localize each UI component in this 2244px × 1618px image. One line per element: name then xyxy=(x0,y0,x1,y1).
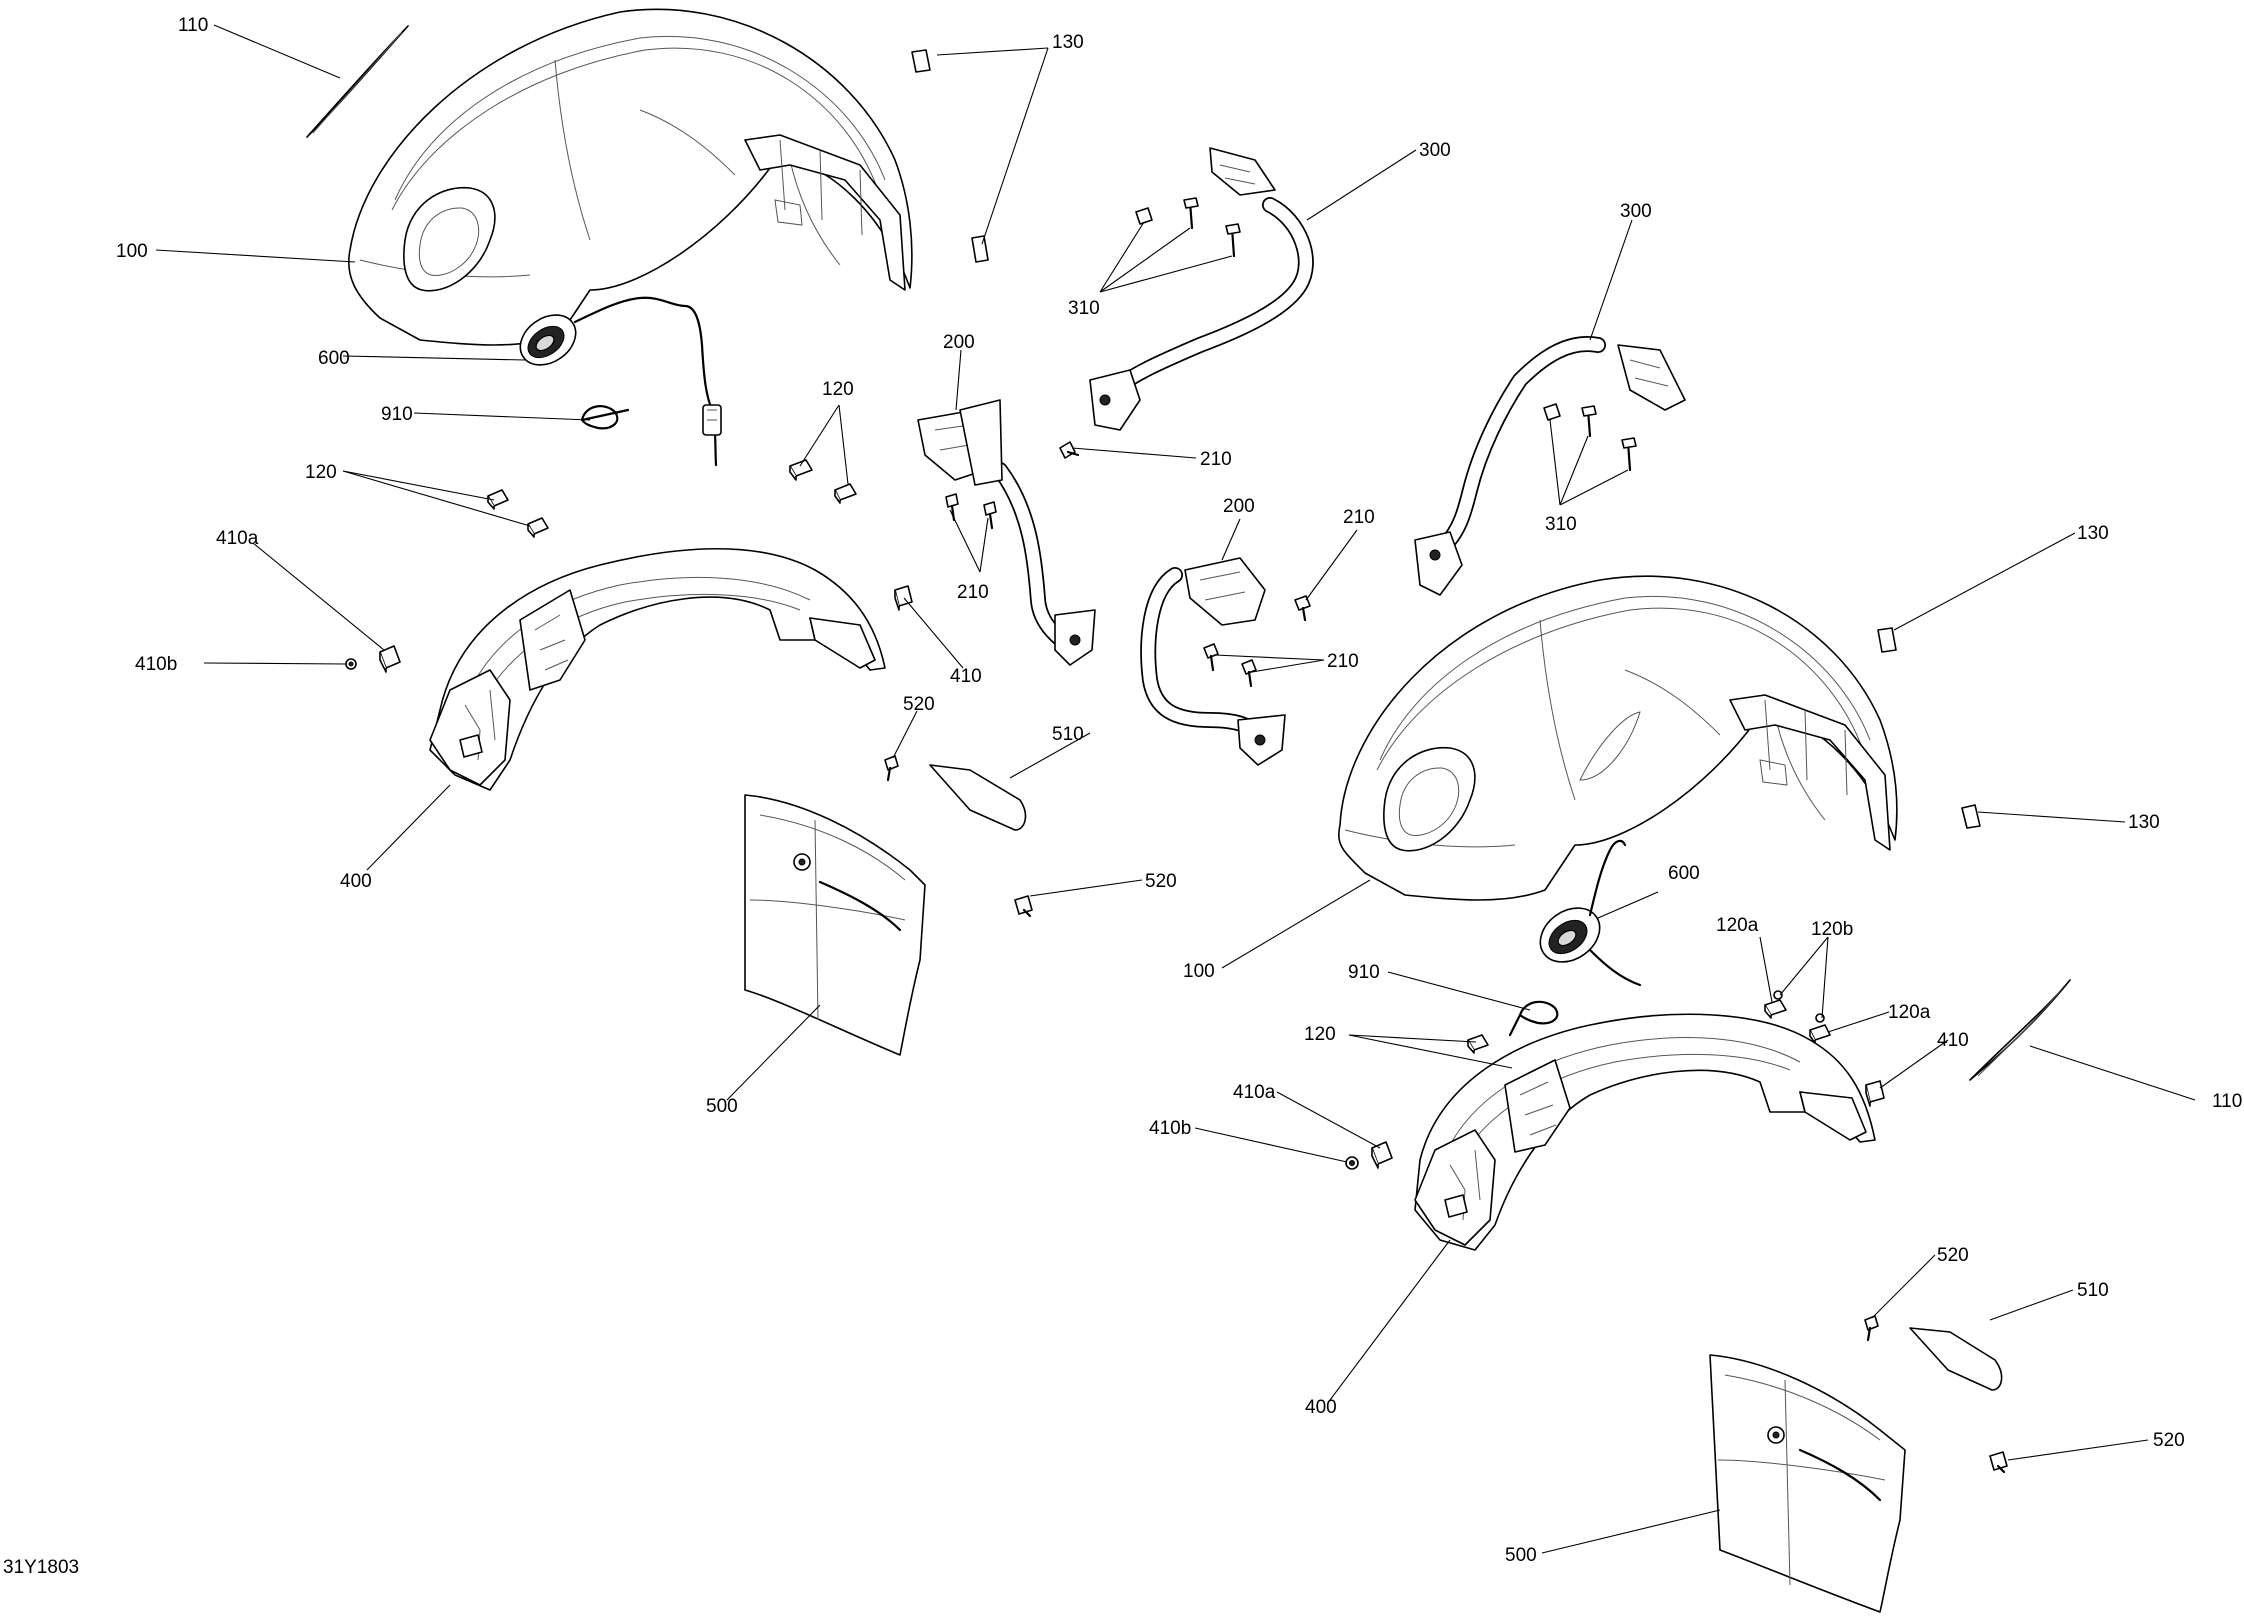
saddlebag-lid-right xyxy=(1338,575,1898,901)
screw-210-left xyxy=(945,441,1080,530)
leader-lines xyxy=(155,24,2196,1554)
bracket-200-left xyxy=(917,399,1096,666)
clip-130-right xyxy=(1877,627,1981,829)
callout-120a-right-top: 120a xyxy=(1716,915,1759,936)
callout-210-left-top: 210 xyxy=(1200,449,1232,470)
callout-520-left: 520 xyxy=(1145,871,1177,892)
callout-120-right: 120 xyxy=(1304,1024,1336,1045)
callout-210-left: 210 xyxy=(957,582,989,603)
callout-200-right: 200 xyxy=(1223,496,1255,517)
callout-400-left: 400 xyxy=(340,871,372,892)
speaker-right xyxy=(1539,839,1642,987)
nut-410a-left xyxy=(379,645,401,673)
callout-110-left: 110 xyxy=(178,15,208,36)
clip-nut-120-left xyxy=(487,459,857,538)
callout-310-left: 310 xyxy=(1068,298,1100,319)
reflector-510-right xyxy=(1909,1327,2003,1391)
callout-410b-left: 410b xyxy=(135,654,177,675)
screw-210-right xyxy=(1203,595,1311,688)
callout-310-right: 310 xyxy=(1545,514,1577,535)
callout-120a-right: 120a xyxy=(1888,1002,1931,1023)
callout-410-right: 410 xyxy=(1937,1030,1969,1051)
callout-400-right: 400 xyxy=(1305,1397,1337,1418)
callout-500-left: 500 xyxy=(706,1096,738,1117)
side-cover-right xyxy=(1709,1354,1906,1613)
guard-bar-300-right xyxy=(1414,336,1686,596)
callout-300-left: 300 xyxy=(1419,140,1451,161)
callout-130-left: 130 xyxy=(1052,32,1084,53)
nut-410b-right xyxy=(1345,1156,1359,1170)
callout-600-right: 600 xyxy=(1668,863,1700,884)
diagram-id: 31Y1803 xyxy=(3,1557,79,1578)
callout-130-right-top: 130 xyxy=(2077,523,2109,544)
callout-410a-left: 410a xyxy=(216,528,259,549)
tie-wrap-right xyxy=(1508,1000,1559,1037)
callout-120b-right: 120b xyxy=(1811,919,1853,940)
callout-510-left: 510 xyxy=(1052,724,1084,745)
callout-200-left: 200 xyxy=(943,332,975,353)
callout-410b-right: 410b xyxy=(1149,1118,1191,1139)
callout-210-right-top: 210 xyxy=(1343,507,1375,528)
screw-310-left xyxy=(1135,197,1241,258)
tie-wrap-left xyxy=(580,405,630,430)
callout-410a-right: 410a xyxy=(1233,1082,1276,1103)
clip-130-left xyxy=(911,49,989,263)
fender-support-left xyxy=(429,547,886,791)
reflector-strip-left xyxy=(306,25,409,138)
reflector-strip-right xyxy=(1969,979,2071,1081)
screw-310-right xyxy=(1543,403,1637,472)
nut-410-left xyxy=(894,585,913,611)
rivet-520-right xyxy=(1864,1315,2008,1474)
callout-100-right: 100 xyxy=(1183,961,1215,982)
callout-520-right: 520 xyxy=(2153,1430,2185,1451)
callout-210-right: 210 xyxy=(1327,651,1359,672)
nut-410-right xyxy=(1865,1080,1885,1107)
callout-520-right-top: 520 xyxy=(1937,1245,1969,1266)
side-cover-left xyxy=(744,794,926,1056)
guard-bar-300-left xyxy=(1089,147,1314,431)
speaker-left xyxy=(519,296,722,467)
callout-130-right: 130 xyxy=(2128,812,2160,833)
callout-labels: 110 130 100 600 910 120 120 410a 410b 41… xyxy=(3,15,2242,1578)
nut-410b-left xyxy=(345,658,357,670)
callout-520-left-top: 520 xyxy=(903,694,935,715)
callout-910-left: 910 xyxy=(381,404,413,425)
callout-910-right: 910 xyxy=(1348,962,1380,983)
reflector-510-left xyxy=(929,764,1027,831)
callout-510-right: 510 xyxy=(2077,1280,2109,1301)
callout-110-right: 110 xyxy=(2212,1091,2242,1112)
callout-300-right: 300 xyxy=(1620,201,1652,222)
callout-410-left: 410 xyxy=(950,666,982,687)
callout-100-left: 100 xyxy=(116,241,148,262)
callout-500-right: 500 xyxy=(1505,1545,1537,1566)
bracket-200-right xyxy=(1140,557,1286,766)
callout-120-left: 120 xyxy=(305,462,337,483)
nut-410a-right xyxy=(1371,1141,1393,1169)
saddlebag-lid-left xyxy=(348,8,913,346)
callout-120-left-top: 120 xyxy=(822,379,854,400)
fender-support-right xyxy=(1414,1013,1876,1251)
callout-600-left: 600 xyxy=(318,348,350,369)
rivet-520-left xyxy=(884,755,1033,918)
